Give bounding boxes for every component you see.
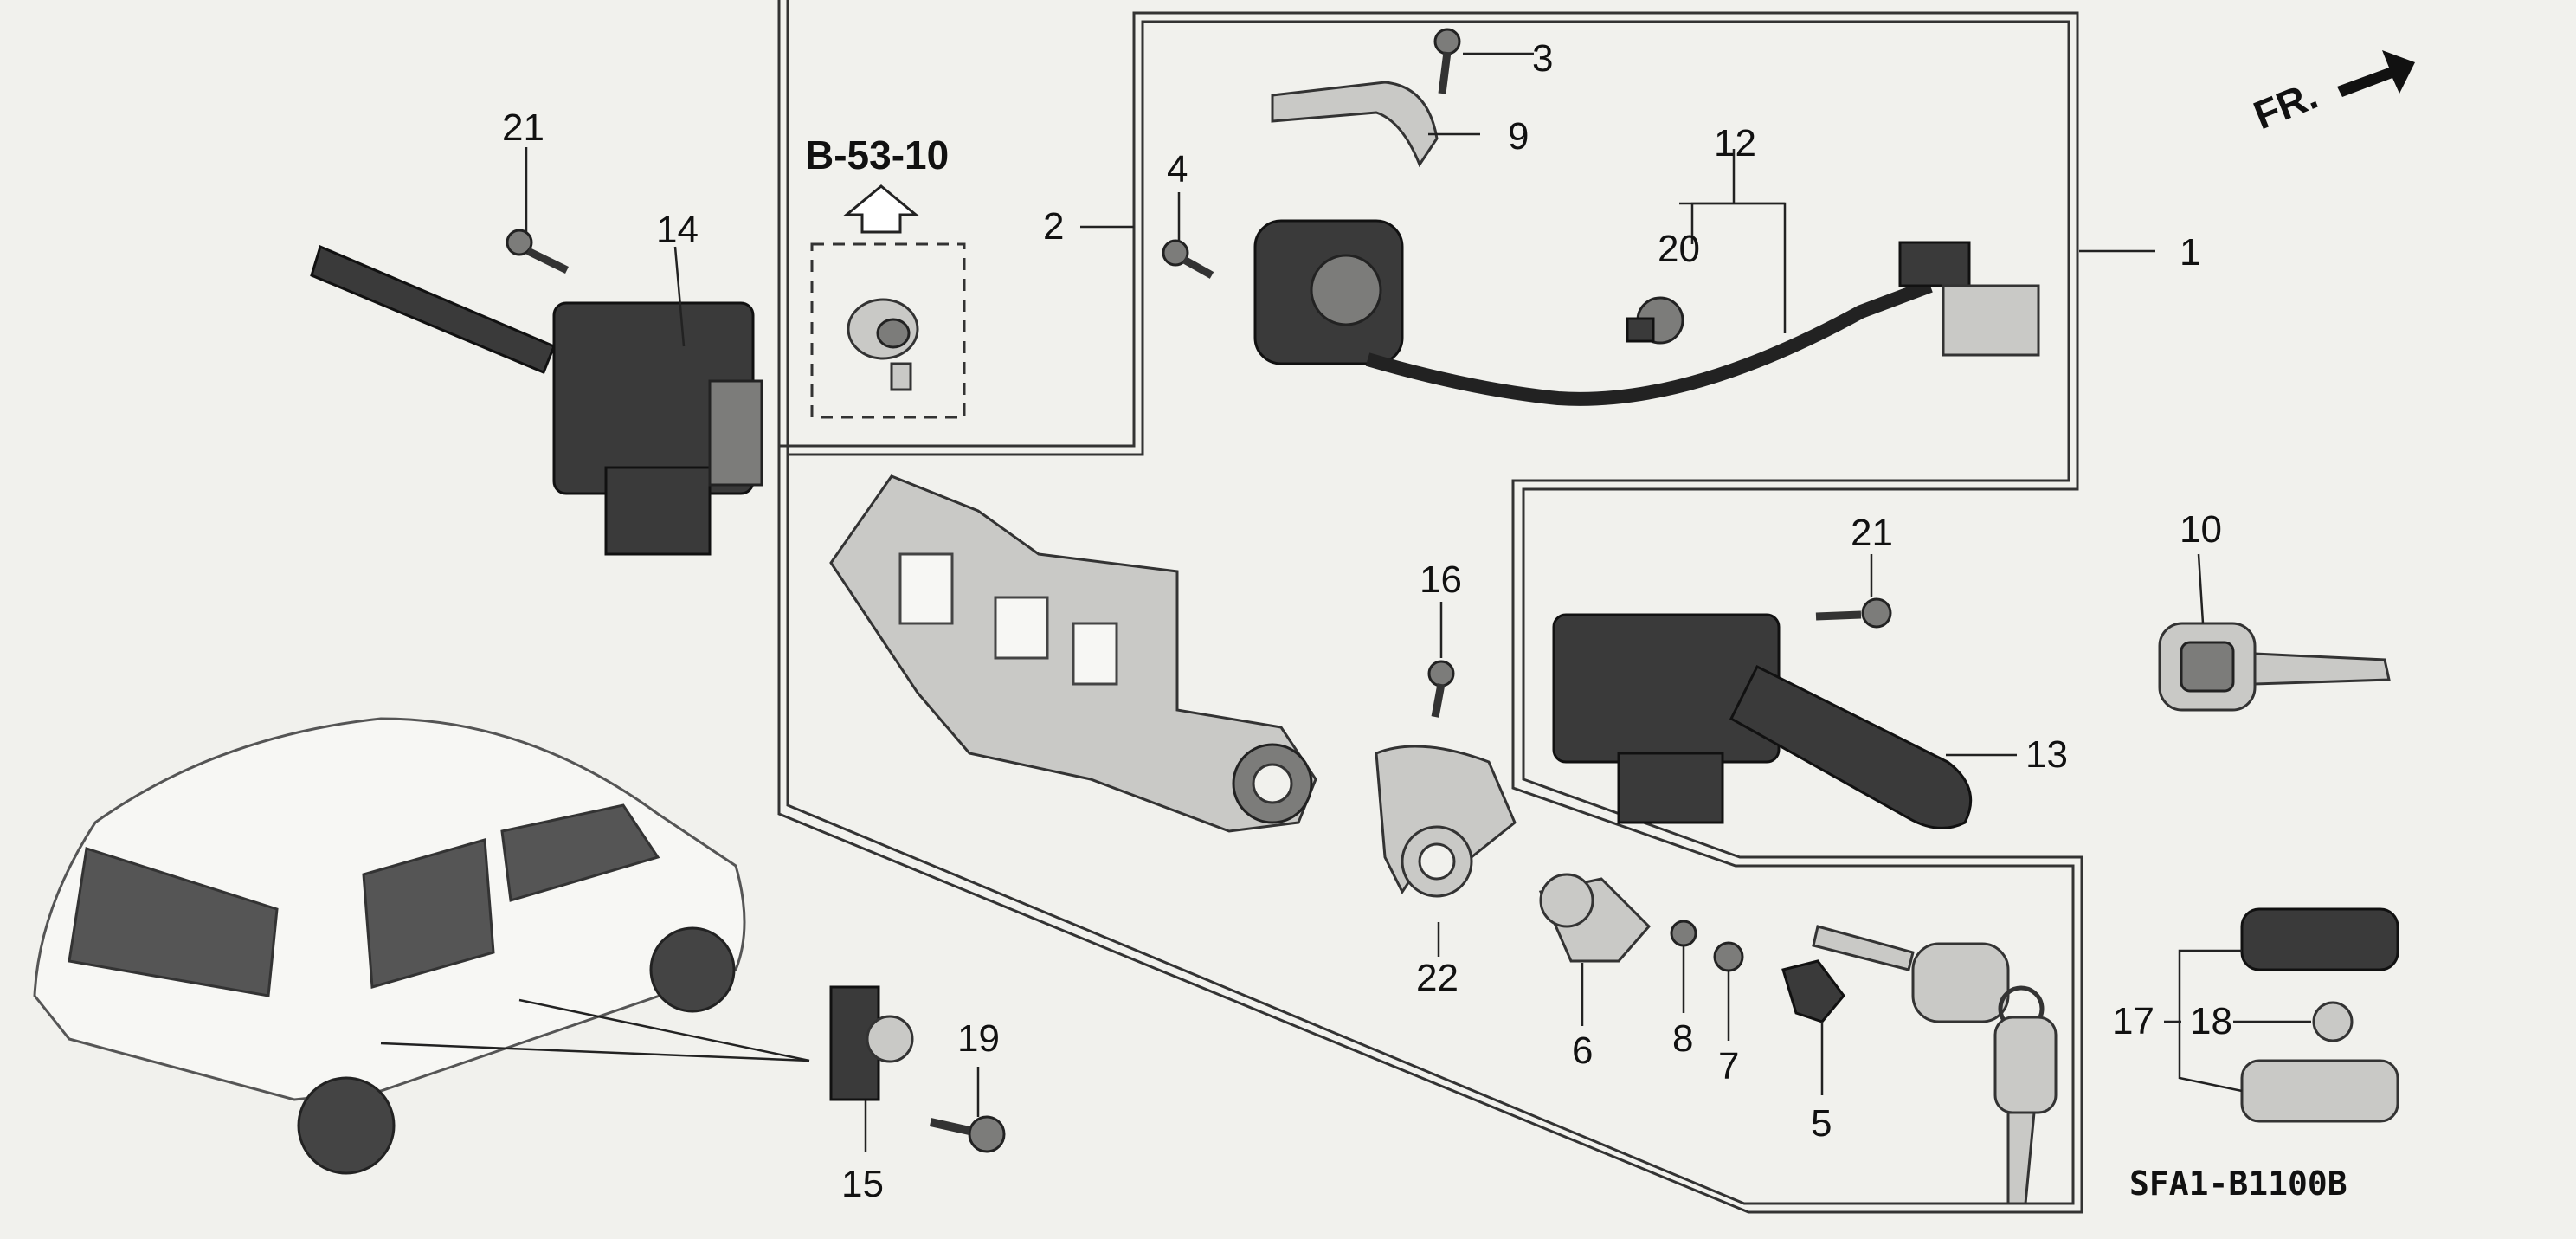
callout-4: 4 (1167, 148, 1188, 190)
svg-text:FR.: FR. (2247, 72, 2323, 138)
callout-20: 20 (1658, 228, 1700, 270)
bracket-9 (1271, 81, 1439, 168)
cable-reel-icon (1253, 219, 2040, 406)
clip-20 (1626, 296, 1684, 345)
callout-12: 12 (1714, 122, 1756, 165)
callout-8: 8 (1672, 1017, 1693, 1060)
ignition-keys-icon (1812, 925, 2058, 1205)
callout-2: 2 (1043, 205, 1064, 248)
reference-arrow-icon (842, 184, 920, 234)
reference-dashed-box (810, 242, 966, 419)
callout-10: 10 (2180, 508, 2222, 551)
front-arrow-icon: FR. (2247, 50, 2415, 138)
turn-signal-switch-icon (1552, 613, 1973, 829)
drawing-code: SFA1-B1100B (2129, 1165, 2347, 1203)
callout-21-right: 21 (1851, 512, 1893, 554)
callout-3: 3 (1532, 37, 1553, 80)
callout-21-left: 21 (502, 106, 544, 149)
callout-19: 19 (957, 1017, 1000, 1060)
callout-18: 18 (2190, 1000, 2232, 1042)
key-icon (2158, 622, 2391, 712)
remote-17 (2240, 907, 2399, 1123)
callout-9: 9 (1508, 115, 1529, 158)
callouts: 1 2 3 4 5 6 7 8 9 10 12 13 14 15 16 17 1… (502, 37, 2232, 1205)
wiper-switch-icon (310, 244, 763, 556)
callout-14: 14 (656, 209, 699, 251)
callout-16: 16 (1420, 558, 1462, 601)
screw-3 (1433, 28, 1461, 94)
reference-label: B-53-10 (805, 132, 949, 177)
screw-21-left (506, 229, 569, 274)
screw-7 (1713, 941, 1744, 972)
car-icon (33, 717, 810, 1175)
ring-22 (1375, 745, 1517, 898)
callout-15: 15 (841, 1163, 884, 1205)
callout-13: 13 (2025, 733, 2068, 776)
ignition-lock-icon (829, 474, 1317, 833)
leader-lines (525, 52, 2311, 1152)
callout-6: 6 (1572, 1029, 1593, 1072)
screw-4 (1162, 239, 1214, 279)
screw-8 (1670, 920, 1697, 947)
lock-cylinder-part (847, 298, 919, 391)
assembly-frames (777, 0, 2083, 1214)
screw-19 (929, 1115, 1006, 1153)
callout-5: 5 (1811, 1102, 1832, 1145)
sensor-15 (829, 985, 914, 1101)
tumbler-5 (1781, 959, 1845, 1023)
callout-7: 7 (1718, 1045, 1739, 1087)
callout-1: 1 (2180, 231, 2200, 274)
callout-22: 22 (1416, 957, 1459, 999)
cylinder-6 (1538, 873, 1652, 963)
screw-21-right (1815, 597, 1892, 629)
callout-17: 17 (2112, 1000, 2154, 1042)
screw-16 (1427, 660, 1455, 718)
